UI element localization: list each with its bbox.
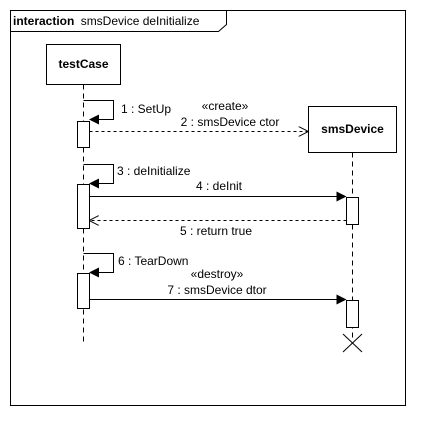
message-1-arrow[interactable] <box>83 100 114 125</box>
destroy-marker <box>342 333 363 353</box>
message-1-label: 1 : SetUp <box>121 102 171 116</box>
frame-title: interaction smsDevice deInitialize <box>13 14 200 28</box>
message-6-arrow[interactable] <box>83 253 114 278</box>
activation-testcase-3 <box>77 273 90 309</box>
frame-name-tab <box>10 10 227 32</box>
lifeline-head-smsdevice[interactable] <box>308 106 397 153</box>
message-5-label: 5 : return true <box>180 224 252 238</box>
message-7-label: 7 : smsDevice dtor <box>167 283 266 297</box>
activation-testcase-1 <box>77 121 90 148</box>
activation-smsdevice-2 <box>346 300 359 328</box>
message-4-label: 4 : deInit <box>196 179 243 193</box>
message-2-stereotype: «create» <box>202 99 249 113</box>
lifeline-head-testcase[interactable] <box>46 44 121 85</box>
message-7-stereotype: «destroy» <box>191 267 244 281</box>
message-6-label: 6 : TearDown <box>118 254 188 268</box>
message-3-arrow[interactable] <box>83 164 114 189</box>
message-3-label: 3 : deInitialize <box>117 164 191 178</box>
lifeline-label-smsdevice: smsDevice <box>321 122 384 136</box>
message-2-label: 2 : smsDevice ctor <box>181 115 280 129</box>
activation-smsdevice-1 <box>346 197 359 225</box>
frame-keyword: interaction <box>13 14 74 28</box>
lifeline-label-testcase: testCase <box>58 57 108 71</box>
frame-name: smsDevice deInitialize <box>81 14 200 28</box>
activation-testcase-2 <box>77 184 90 229</box>
